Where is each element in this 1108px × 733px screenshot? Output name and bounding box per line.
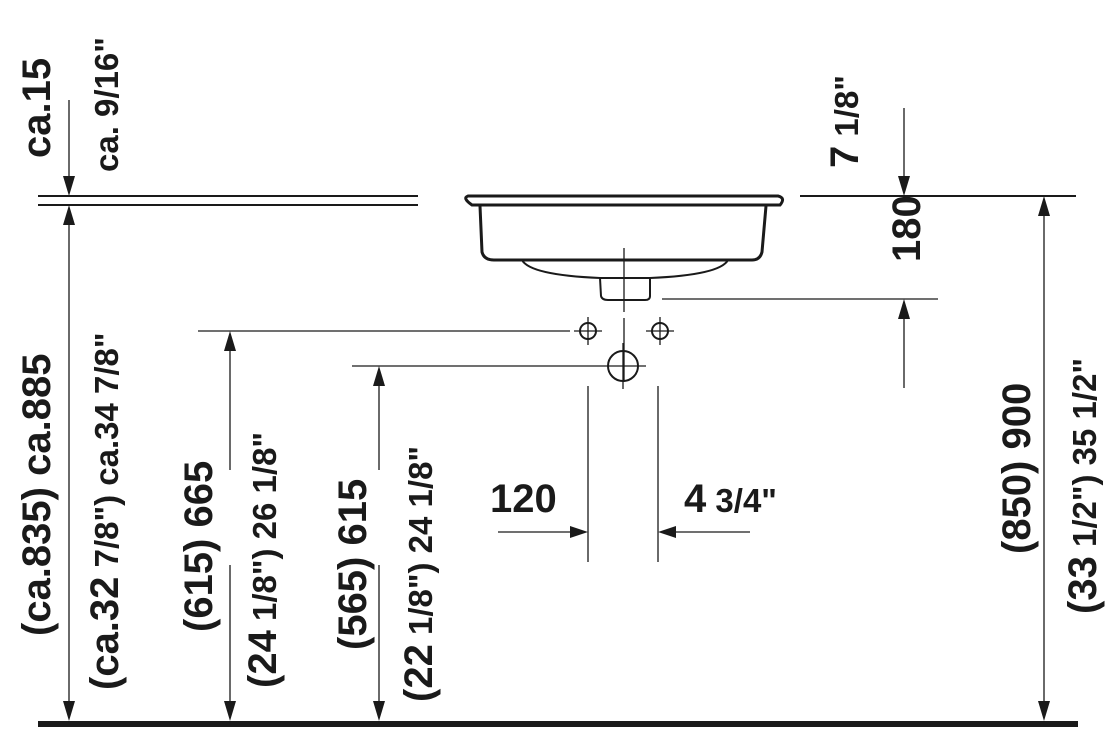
tap-height-arrow-bottom: [224, 701, 236, 721]
drain-height-arrow-top: [373, 366, 385, 386]
total-height-arrow-top: [1038, 196, 1050, 216]
rim-thickness-in-label: 7 1/8": [823, 75, 867, 168]
drain-height-mm-label: (565) 615: [331, 479, 375, 650]
basin-depth-arrow: [898, 299, 910, 319]
water-supply-left-symbol: [574, 317, 602, 345]
counter-height-arrow-top: [63, 205, 75, 225]
top-offset-arrow: [63, 176, 75, 196]
rim-thickness-in-whole: 7: [823, 146, 867, 168]
drain-height-in-label: (22 1/8") 24 1/8": [397, 446, 441, 702]
total-height-in-part-b: 1/2") 35: [1066, 429, 1103, 547]
drain-width-mm-label: 120: [490, 477, 557, 521]
rim-thickness-in-frac: 1/8": [828, 75, 865, 137]
total-height-in-part-a: (33: [1061, 556, 1105, 614]
drain-width-arrow-right: [658, 526, 676, 538]
total-height-in-part-c: 1/2": [1066, 358, 1103, 420]
total-height-in-label: (33 1/2") 35 1/2": [1061, 358, 1105, 614]
drain-height-in-part-a: (22: [397, 644, 441, 702]
tap-height-in-label: (24 1/8") 26 1/8": [241, 432, 285, 688]
counter-height-in-part-a: (ca.32: [83, 577, 127, 690]
tap-height-in-part-b: 1/8") 26: [246, 503, 283, 621]
drain-height-in-part-b: 1/8") 24: [402, 516, 439, 635]
rim-arrow: [898, 176, 910, 196]
tap-height-arrow-top: [224, 331, 236, 351]
drain-symbol: [600, 343, 646, 389]
tap-height-in-part-c: 1/8": [246, 432, 283, 494]
top-offset-in-label: ca. 9/16": [88, 37, 125, 172]
total-height-mm-label: (850) 900: [995, 383, 1039, 554]
counter-height-arrow-bottom: [63, 701, 75, 721]
counter-height-mm-label: (ca.835) ca.885: [15, 354, 59, 636]
counter-height-in-part-b: 7/8") ca.34: [88, 403, 125, 568]
counter-height-in-part-c: 7/8": [88, 332, 125, 394]
washbasin: [464, 194, 785, 301]
basin-depth-mm-label: 180: [885, 195, 929, 262]
drain-height-arrow-bottom: [373, 701, 385, 721]
drain-width-arrow-left: [570, 526, 588, 538]
tap-height-in-part-a: (24: [241, 629, 285, 688]
drain-height-in-part-c: 1/8": [402, 446, 439, 508]
top-offset-mm-label: ca.15: [15, 58, 59, 158]
counter-height-in-label: (ca.32 7/8") ca.34 7/8": [83, 332, 127, 690]
tap-height-mm-label: (615) 665: [177, 461, 221, 632]
total-height-arrow-bottom: [1038, 701, 1050, 721]
water-supply-right-symbol: [646, 317, 674, 345]
drain-width-in-frac: 3/4": [715, 482, 777, 519]
drain-width-in-whole: 4: [684, 477, 707, 521]
drain-width-in-label: 4 3/4": [684, 477, 777, 521]
